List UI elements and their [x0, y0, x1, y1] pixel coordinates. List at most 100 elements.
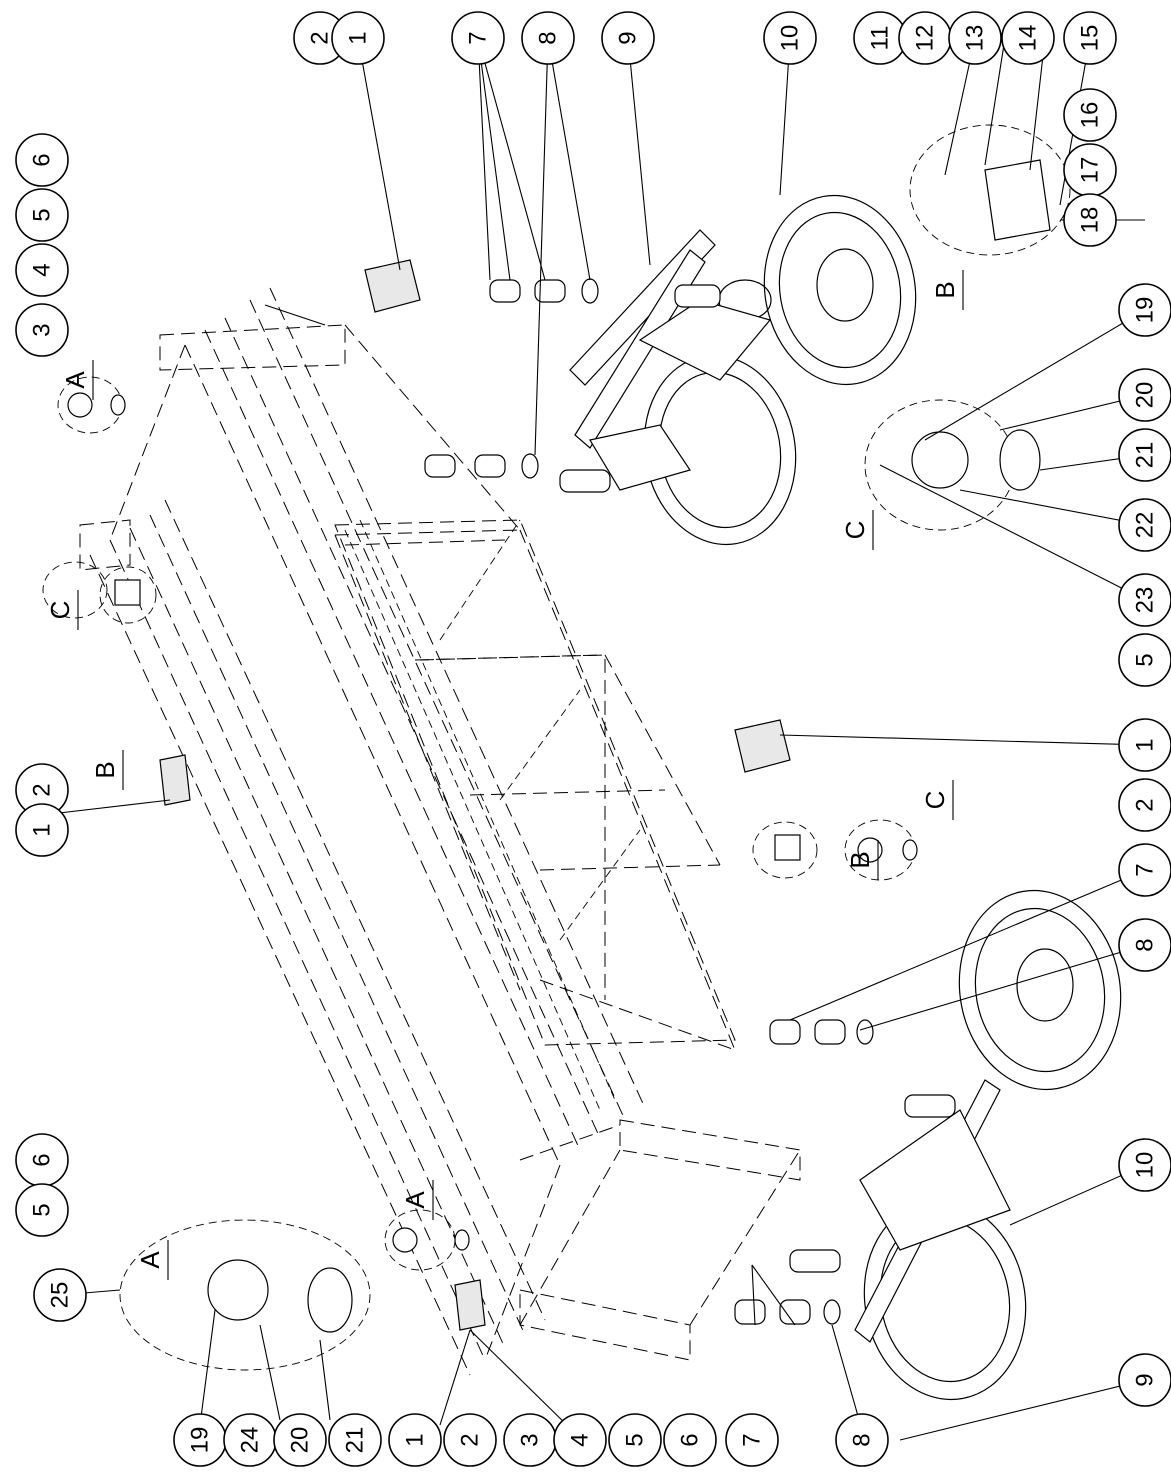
- callout-bubble: 19: [173, 1413, 227, 1467]
- callout-bubble: 6: [663, 1413, 717, 1467]
- callout-bubble: 2: [1118, 778, 1171, 832]
- callout-number: 5: [29, 1203, 56, 1216]
- callout-bubble: 2: [443, 1413, 497, 1467]
- detail-label-text: C: [45, 601, 75, 620]
- callout-bubble: 7: [451, 11, 505, 65]
- callout-number: 1: [345, 31, 372, 44]
- callout-number: 21: [1132, 442, 1159, 469]
- detail-label: B: [845, 840, 879, 880]
- callout-bubble: 9: [1118, 1353, 1171, 1407]
- callout-number: 6: [29, 1153, 56, 1166]
- callout-number: 2: [29, 783, 56, 796]
- callout-bubble: 5: [608, 1413, 662, 1467]
- callout-bubble: 10: [1118, 1138, 1171, 1192]
- callout-number: 16: [1077, 102, 1104, 129]
- callout-number: 7: [739, 1433, 766, 1446]
- corner-covers: [159, 259, 791, 1331]
- callout-number: 10: [777, 25, 804, 52]
- detail-label-text: A: [60, 371, 90, 389]
- callout-bubble: 5: [15, 1183, 69, 1237]
- callout-number: 17: [1077, 157, 1104, 184]
- callout-number: 1: [29, 823, 56, 836]
- callout-number: 14: [1015, 25, 1042, 52]
- callout-number: 1: [1132, 738, 1159, 751]
- callout-bubble: 6: [15, 133, 69, 187]
- callout-bubble: 3: [503, 1413, 557, 1467]
- callout-number: 7: [465, 31, 492, 44]
- callout-number: 10: [1132, 1152, 1159, 1179]
- callout-number: 3: [29, 323, 56, 336]
- detail-label: A: [60, 360, 94, 400]
- detail-label-text: C: [840, 521, 870, 540]
- callout-number: 9: [615, 31, 642, 44]
- callout-number: 2: [1132, 798, 1159, 811]
- callout-number: 18: [1077, 207, 1104, 234]
- callout-bubble: 22: [1118, 498, 1171, 552]
- caster-wheel-assembly-lower: [789, 889, 1122, 1401]
- detail-label-text: A: [135, 1251, 165, 1269]
- callout-bubble: 7: [1118, 843, 1171, 897]
- bushings-upper: [424, 278, 599, 479]
- detail-label-text: B: [930, 281, 960, 298]
- callout-number: 5: [1132, 653, 1159, 666]
- detail-label: B: [930, 270, 964, 310]
- detail-label: C: [45, 590, 79, 630]
- callout-bubble: 15: [1063, 11, 1117, 65]
- callout-bubble: 24: [223, 1413, 277, 1467]
- callout-bubble: 10: [763, 11, 817, 65]
- callout-bubble: 3: [15, 303, 69, 357]
- detail-label: C: [920, 780, 954, 820]
- callout-number: 4: [567, 1433, 594, 1446]
- callout-number: 20: [287, 1427, 314, 1454]
- callout-bubble: 2: [15, 763, 69, 817]
- callout-number: 25: [47, 1282, 74, 1309]
- callout-bubble: 20: [273, 1413, 327, 1467]
- callout-bubble: 8: [521, 11, 575, 65]
- callout-bubble: 5: [15, 188, 69, 242]
- callout-number: 21: [342, 1427, 369, 1454]
- callout-number: 8: [535, 31, 562, 44]
- callout-bubble: 1: [388, 1413, 442, 1467]
- callout-number: 13: [962, 25, 989, 52]
- callout-number: 5: [29, 208, 56, 221]
- detail-label: C: [840, 510, 874, 550]
- callout-number: 19: [187, 1427, 214, 1454]
- callout-number: 6: [677, 1433, 704, 1446]
- callout-number: 9: [1132, 1373, 1159, 1386]
- callout-bubble: 18: [1063, 193, 1117, 247]
- callout-number: 23: [1132, 587, 1159, 614]
- callout-bubble: 1: [1118, 718, 1171, 772]
- callout-bubble: 17: [1063, 143, 1117, 197]
- callout-bubble: 1: [331, 11, 385, 65]
- callout-bubble: 21: [328, 1413, 382, 1467]
- callout-number: 6: [29, 153, 56, 166]
- callout-number: 5: [622, 1433, 649, 1446]
- detail-label-text: B: [845, 851, 875, 868]
- callout-number: 3: [517, 1433, 544, 1446]
- callout-number: 22: [1132, 512, 1159, 539]
- callout-number: 19: [1132, 297, 1159, 324]
- detail-label: B: [90, 750, 124, 790]
- callout-bubble: 9: [601, 11, 655, 65]
- callout-number: 8: [1132, 938, 1159, 951]
- callout-number: 24: [237, 1427, 264, 1454]
- callout-bubble: 6: [15, 1133, 69, 1187]
- bushings-lower: [734, 1019, 874, 1325]
- motor-bay-frame: [334, 519, 736, 1046]
- callout-bubble: 8: [835, 1413, 889, 1467]
- detail-label: A: [135, 1240, 169, 1280]
- callout-bubble: 19: [1118, 283, 1171, 337]
- callout-number: 7: [1132, 863, 1159, 876]
- callout-number: 2: [457, 1433, 484, 1446]
- callout-bubble: 4: [553, 1413, 607, 1467]
- callout-bubble: 21: [1118, 428, 1171, 482]
- callout-bubble: 12: [898, 11, 952, 65]
- callout-bubble: 8: [1118, 918, 1171, 972]
- detail-label-text: B: [90, 761, 120, 778]
- caster-wheel-assembly-upper: [559, 194, 917, 546]
- callout-bubble: 1: [15, 803, 69, 857]
- callout-number: 1: [402, 1433, 429, 1446]
- detail-label-text: A: [400, 1191, 430, 1209]
